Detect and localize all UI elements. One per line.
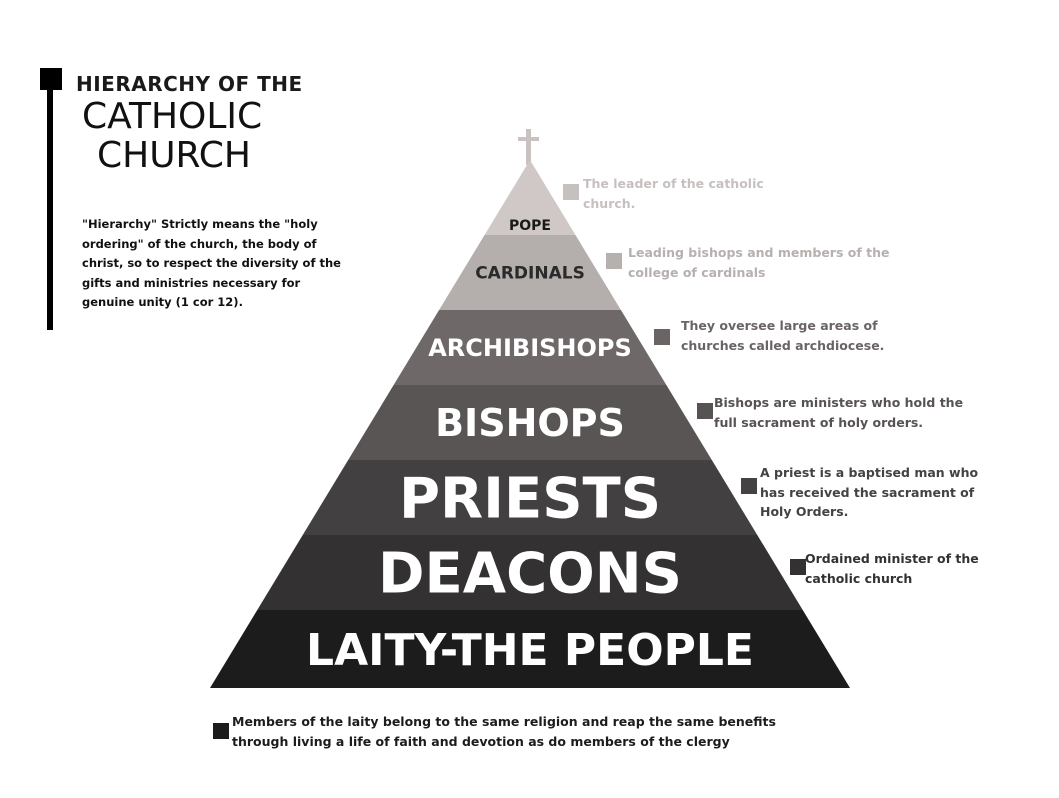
pyramid-label: DEACONS bbox=[378, 542, 682, 607]
level-note: Leading bishops and members of the colle… bbox=[628, 245, 890, 280]
pyramid-level-pope bbox=[484, 160, 576, 235]
level-note: A priest is a baptised man who has recei… bbox=[760, 465, 979, 519]
pyramid-label: PRIESTS bbox=[399, 467, 661, 532]
pyramid-level-laity-the-people bbox=[210, 610, 850, 688]
pyramid-label: POPE bbox=[509, 218, 551, 234]
level-note: The leader of the catholic church. bbox=[583, 176, 764, 211]
note-marker bbox=[790, 559, 806, 575]
pyramid-label: ARCHIBISHOPS bbox=[428, 334, 632, 362]
level-note: Bishops are ministers who hold the full … bbox=[714, 395, 964, 430]
level-note: They oversee large areas of churches cal… bbox=[681, 318, 885, 353]
note-marker bbox=[654, 329, 670, 345]
title-line-1: CATHOLIC bbox=[82, 96, 263, 137]
pyramid-level-bishops bbox=[348, 385, 712, 460]
level-note: Members of the laity belong to the same … bbox=[232, 714, 776, 749]
note-marker bbox=[741, 478, 757, 494]
pyramid-label: LAITY-THE PEOPLE bbox=[306, 625, 754, 676]
note-marker bbox=[697, 403, 713, 419]
intro-text: "Hierarchy" Strictly means the "holy ord… bbox=[82, 217, 341, 310]
pyramid-label: BISHOPS bbox=[435, 401, 625, 445]
level-note: Ordained minister of the catholic church bbox=[805, 551, 979, 586]
title-accent-bar bbox=[47, 72, 53, 330]
note-marker bbox=[606, 253, 622, 269]
title-top: HIERARCHY OF THE bbox=[76, 72, 303, 96]
note-marker bbox=[563, 184, 579, 200]
note-marker bbox=[213, 723, 229, 739]
pyramid-level-archibishops bbox=[393, 310, 667, 385]
pyramid-label: CARDINALS bbox=[475, 264, 585, 284]
pyramid-level-priests bbox=[302, 460, 758, 535]
pyramid-level-cardinals bbox=[439, 235, 621, 310]
pyramid-level-deacons bbox=[257, 535, 803, 610]
title-accent-square bbox=[40, 68, 62, 90]
cross-icon bbox=[518, 129, 539, 165]
title-line-2: CHURCH bbox=[97, 135, 251, 176]
